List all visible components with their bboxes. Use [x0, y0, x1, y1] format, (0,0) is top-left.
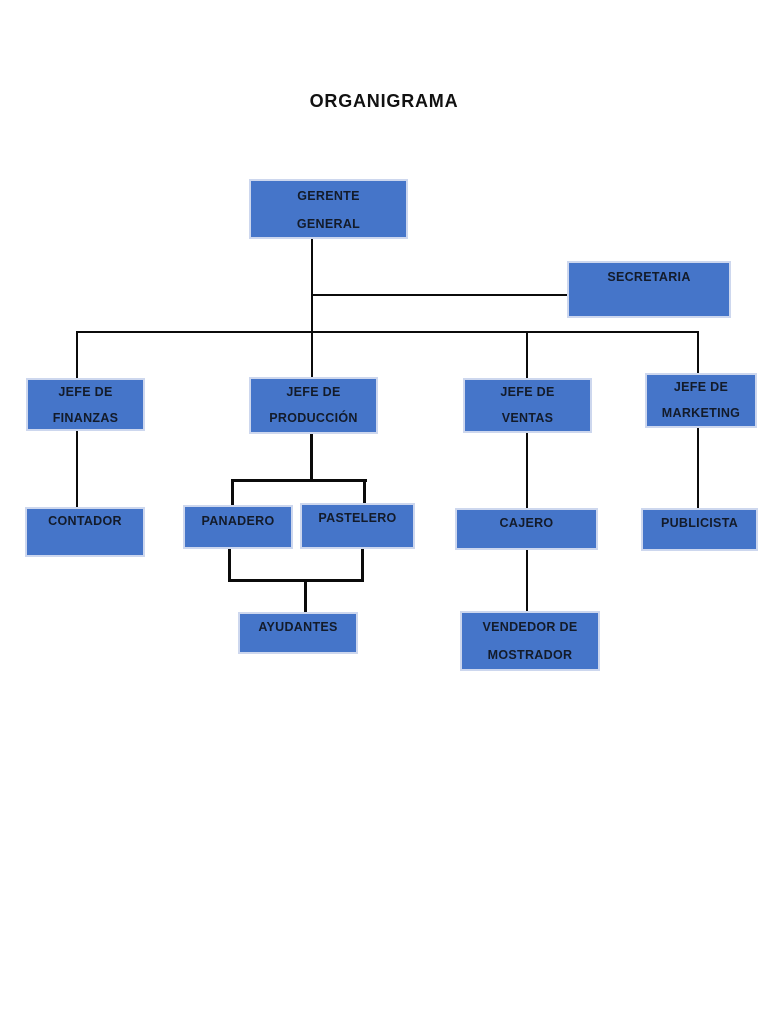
- node-jefe-marketing: JEFE DE MARKETING: [645, 373, 757, 428]
- node-label: CONTADOR: [48, 514, 122, 528]
- connector-drop-marketing: [697, 331, 699, 373]
- connector-produccion-stem: [310, 434, 313, 481]
- node-secretaria: SECRETARIA: [567, 261, 731, 318]
- connector-gerente-trunk: [311, 239, 313, 377]
- node-contador: CONTADOR: [25, 507, 145, 557]
- connector-panadero-down: [228, 549, 231, 582]
- connector-marketing-publicista: [697, 428, 699, 508]
- connector-pastelero-down: [361, 549, 364, 582]
- node-label: JEFE DE: [58, 385, 113, 399]
- node-label: GERENTE: [297, 189, 360, 203]
- node-gerente-general: GERENTE GENERAL: [249, 179, 408, 239]
- connector-finanzas-contador: [76, 431, 78, 507]
- node-label: JEFE DE: [286, 385, 341, 399]
- node-panadero: PANADERO: [183, 505, 293, 549]
- node-label: FINANZAS: [52, 411, 119, 425]
- connector-ventas-cajero: [526, 433, 528, 508]
- connector-ayudantes-bar: [228, 579, 364, 582]
- node-label: PASTELERO: [318, 511, 397, 525]
- node-label: CAJERO: [499, 516, 554, 530]
- connector-bracket-panadero: [231, 479, 234, 505]
- node-jefe-produccion: JEFE DE PRODUCCIÓN: [249, 377, 378, 434]
- node-ayudantes: AYUDANTES: [238, 612, 358, 654]
- node-jefe-ventas: JEFE DE VENTAS: [463, 378, 592, 433]
- node-label: PANADERO: [201, 514, 275, 528]
- connector-ayudantes-stem: [304, 581, 307, 612]
- node-label: GENERAL: [296, 217, 361, 231]
- node-label: SECRETARIA: [607, 270, 691, 284]
- node-label: AYUDANTES: [258, 620, 338, 634]
- node-cajero: CAJERO: [455, 508, 598, 550]
- page-title: ORGANIGRAMA: [309, 91, 459, 111]
- node-publicista: PUBLICISTA: [641, 508, 758, 551]
- node-label: MOSTRADOR: [487, 648, 573, 662]
- connector-secretaria-branch: [311, 294, 567, 296]
- connector-produccion-bracket: [231, 479, 367, 482]
- node-vendedor-mostrador: VENDEDOR DE MOSTRADOR: [460, 611, 600, 671]
- node-label: MARKETING: [661, 406, 741, 420]
- connector-cajero-vendedor: [526, 550, 528, 611]
- node-label: PRODUCCIÓN: [269, 411, 358, 425]
- node-label: JEFE DE: [500, 385, 555, 399]
- node-jefe-finanzas: JEFE DE FINANZAS: [26, 378, 145, 431]
- node-label: JEFE DE: [673, 380, 729, 394]
- connector-drop-ventas: [526, 331, 528, 378]
- node-label: VENDEDOR DE: [482, 620, 578, 634]
- connector-bracket-pastelero: [363, 479, 366, 503]
- node-label: VENTAS: [501, 411, 554, 425]
- connector-main-bar: [76, 331, 699, 333]
- node-label: PUBLICISTA: [660, 516, 739, 530]
- node-pastelero: PASTELERO: [300, 503, 415, 549]
- connector-drop-finanzas: [76, 331, 78, 378]
